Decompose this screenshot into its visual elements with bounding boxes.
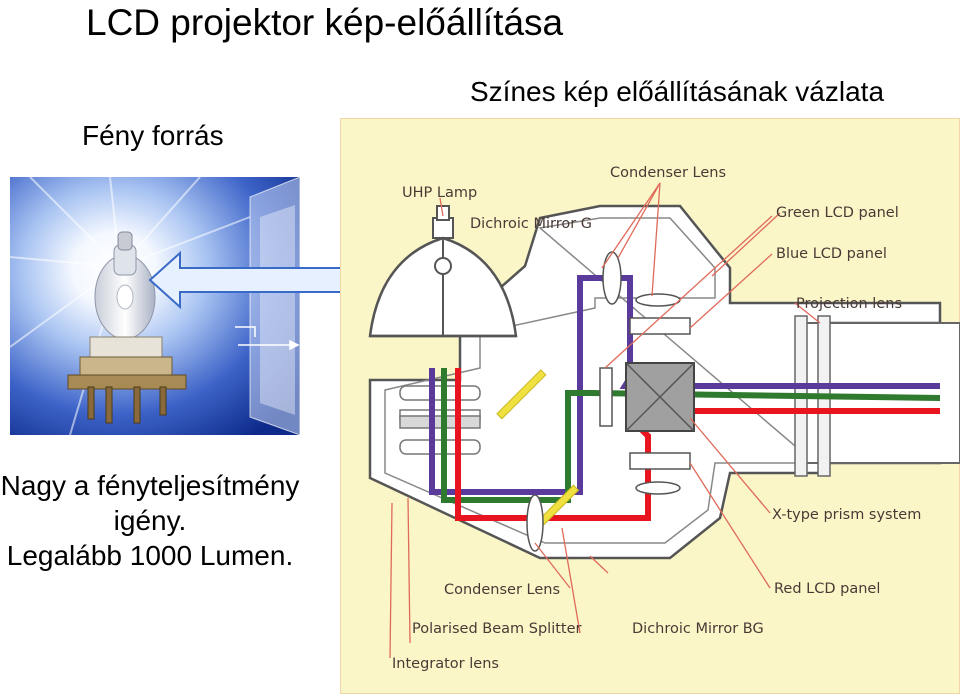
condenser-lens-3 — [635, 481, 681, 495]
light-source-label: Fény forrás — [82, 120, 224, 151]
page-title: LCD projektor kép-előállítása — [86, 2, 564, 43]
label-x-type-prism: X-type prism system — [772, 507, 921, 523]
dichroic-mirror-g — [496, 369, 547, 420]
diagram-canvas: UHP Lamp Condenser Lens Dichroic Mirror … — [339, 117, 960, 695]
integrator-lens-arrays — [399, 385, 481, 455]
blue-lcd-panel — [629, 317, 691, 335]
lamp-photo — [10, 177, 300, 435]
label-condenser-lens-bottom: Condenser Lens — [444, 582, 560, 598]
green-lcd-panel — [599, 367, 613, 427]
label-dichroic-mirror-g: Dichroic Mirror G — [470, 216, 592, 232]
note-line-1: Nagy a fényteljesítmény — [0, 470, 300, 501]
label-condenser-lens-top: Condenser Lens — [610, 165, 726, 181]
projector-diagram: UHP Lamp Condenser Lens Dichroic Mirror … — [339, 117, 960, 695]
condenser-lens-4 — [526, 494, 544, 552]
label-green-lcd-panel: Green LCD panel — [776, 205, 899, 221]
label-projection-lens: Projection lens — [796, 296, 902, 312]
note-line-2: igény. — [113, 505, 187, 536]
condenser-lens-2 — [635, 293, 681, 307]
requirement-note: Nagy a fényteljesítmény igény. Legalább … — [0, 468, 300, 573]
label-dichroic-mirror-bg: Dichroic Mirror BG — [632, 621, 764, 637]
leader-lines — [389, 182, 821, 659]
red-lcd-panel — [629, 452, 691, 470]
diagram-subtitle: Színes kép előállításának vázlata — [470, 76, 885, 107]
label-red-lcd-panel: Red LCD panel — [774, 581, 880, 597]
label-uhp-lamp: UHP Lamp — [402, 185, 477, 201]
label-polarised-beam-splitter: Polarised Beam Splitter — [412, 621, 582, 637]
note-line-3: Legalább 1000 Lumen. — [6, 540, 294, 571]
lamp-reflector-icon — [368, 205, 518, 338]
uhp-lamp-bulb-icon — [10, 177, 300, 435]
label-blue-lcd-panel: Blue LCD panel — [776, 246, 887, 262]
label-integrator-lens: Integrator lens — [392, 656, 499, 672]
condenser-lens-1 — [602, 251, 622, 305]
x-prism — [625, 362, 695, 432]
